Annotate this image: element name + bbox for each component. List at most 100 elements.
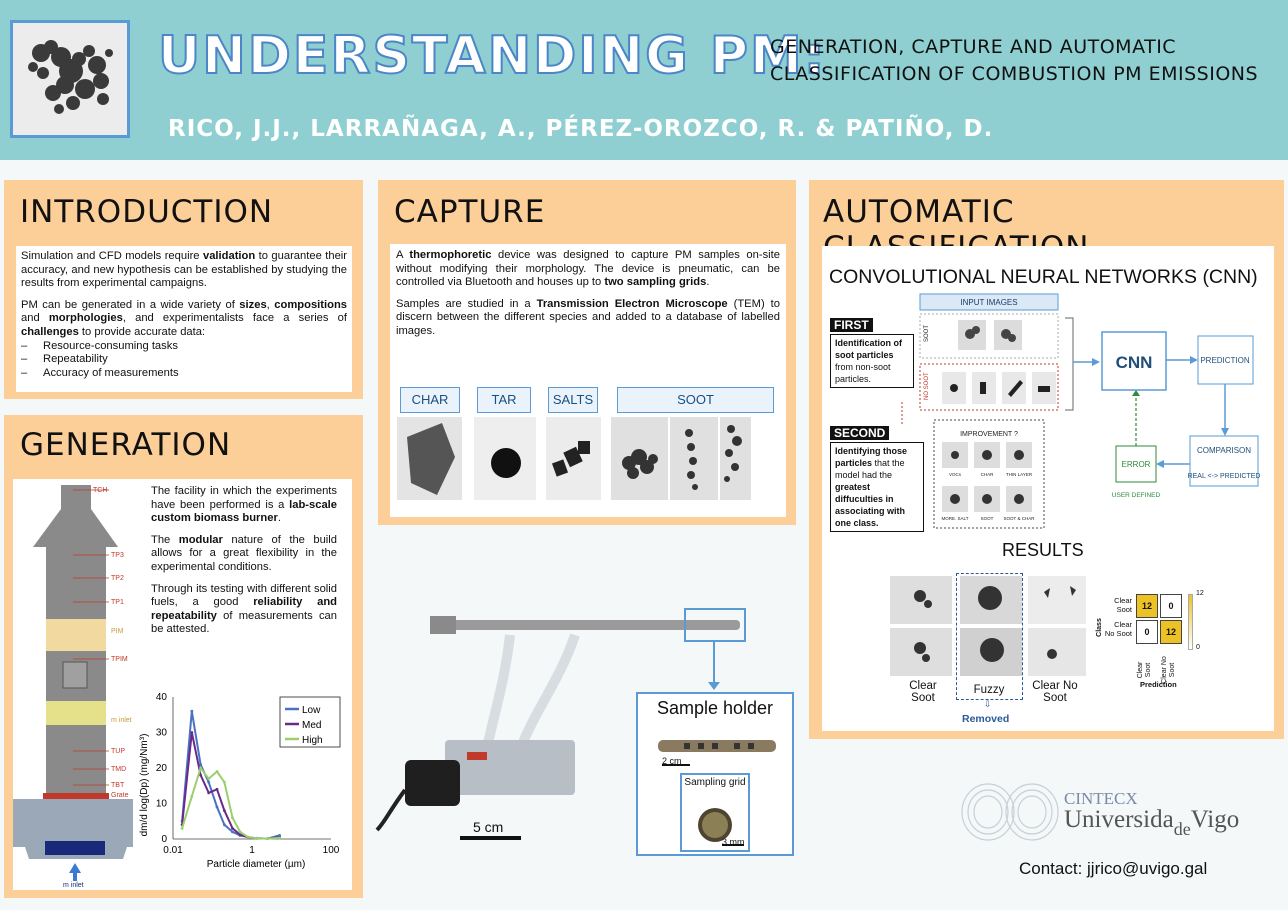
result-label-fuzzy: Fuzzy [973,684,1005,696]
legend-label: Med [302,720,321,731]
confusion-matrix: Class Clear Soot Clear No Soot 12 0 0 12… [1094,588,1219,692]
introduction-title: INTRODUCTION [20,194,274,230]
soot-particle-image [10,20,130,138]
category-soot: SOOT [617,387,774,413]
university-logo-text: UniversidadeVigo [1064,806,1240,839]
chart-point [199,763,203,766]
chart-x-tick-label: 100 [323,845,340,856]
first-step: FIRST Identification of soot particles f… [830,316,914,388]
sample-holder-box: Sample holder 2 cm [636,692,794,856]
chart-point [222,823,226,827]
burner-diagram: TCH TP3 TP2 TP1 PIM TPIM m inlet TUP TMD… [13,485,133,889]
chart-y-tick-label: 20 [156,763,168,774]
chart-point [199,766,203,770]
chart-y-tick-label: 40 [156,692,168,703]
chart-point [238,833,242,837]
chart-point [222,780,226,784]
chart-point [231,826,234,830]
category-char: CHAR [400,387,460,413]
particle-size-chart: dm/d log(Dp) (mg/Nm³) Particle diameter … [139,692,341,870]
result-label-clear-soot: Clear Soot [909,680,937,704]
svg-text:m inlet: m inlet [111,717,132,724]
chart-point [278,836,282,840]
first-label: FIRST [830,318,873,332]
real-predicted-label: REAL <-> PREDICTED [1188,473,1261,480]
chart-point [215,787,219,791]
poster-subtitle: GENERATION, CAPTURE AND AUTOMATIC CLASSI… [770,34,1258,88]
poster-title: UNDERSTANDING PM: [157,25,827,87]
prediction-node: PREDICTION [1200,356,1250,365]
input-images-label: INPUT IMAGES [960,298,1017,307]
list-item: Resource-consuming tasks [21,340,347,354]
chart-point [238,830,242,834]
generation-paragraph-2: The modular nature of the build allows f… [151,533,337,573]
user-defined-label: USER DEFINED [1112,492,1161,499]
introduction-paragraph-2: PM can be generated in a wide variety of… [21,298,348,338]
matrix-cell: 12 [1160,620,1182,644]
chart-series-med [181,732,280,840]
matrix-row-label: Clear Soot [1114,596,1132,614]
matrix-row-label: Clear No Soot [1104,620,1132,638]
chart-series-low [181,711,280,840]
svg-text:m inlet: m inlet [63,882,84,889]
chart-y-tick-label: 30 [156,728,168,739]
chart-point [190,709,194,713]
chart-point [246,835,250,839]
svg-text:MORE. SALT: MORE. SALT [942,516,969,521]
fuzzy-highlight [956,573,1023,700]
cnn-title: CONVOLUTIONAL NEURAL NETWORKS (CNN) [829,266,1258,288]
tem-image-soot [611,417,751,500]
generation-paragraph-1: The facility in which the experiments ha… [151,485,337,525]
authors: RICO, J.J., LARRAÑAGA, A., PÉREZ-OROZCO,… [168,116,994,142]
generation-title: GENERATION [20,427,232,463]
chart-point [266,837,270,841]
list-item: Repeatability [21,353,347,367]
introduction-paragraph-1: Simulation and CFD models require valida… [21,250,347,290]
second-step: SECOND Identifying those particles that … [830,424,924,532]
chart-ylabel: dm/d log(Dp) (mg/Nm³) [139,734,150,837]
thermophoretic-device: 5 cm [375,616,740,840]
first-text: Identification of soot particles from no… [830,334,914,388]
svg-text:TCH: TCH [93,487,107,494]
matrix-class-axis: Class [1095,618,1103,637]
scale-2cm: 2 cm [662,756,682,766]
no-soot-row-label: NO SOOT [924,372,930,400]
subtitle-line-2: CLASSIFICATION OF COMBUSTION PM EMISSION… [770,63,1259,85]
matrix-cell: 0 [1160,594,1182,618]
svg-text:CHAR: CHAR [981,472,995,477]
list-item: Accuracy of measurements [21,367,347,381]
zoom-box [684,608,746,642]
chart-point [207,777,211,781]
capture-paragraph-2: Samples are studied in a Transmission El… [396,297,780,337]
chart-point [190,795,194,798]
removed-arrow: ⇩ [984,699,992,709]
chart-xlabel: Particle diameter (µm) [207,859,306,870]
svg-text:PIM: PIM [111,628,124,635]
chart-y-tick-label: 10 [156,799,168,810]
cnn-diagram: INPUT IMAGES SOOT NO SOOT CNN PREDICTION… [901,293,1261,529]
svg-text:Grate: Grate [111,792,129,799]
error-node: ERROR [1122,460,1151,469]
chart-x-tick-label: 1 [249,845,255,856]
challenges-list: Resource-consuming tasks Repeatability A… [21,340,347,381]
second-label: SECOND [830,426,890,440]
matrix-scale-min: 0 [1196,644,1200,651]
tem-image-salts [546,417,601,500]
chart-point [207,780,211,784]
svg-text:TBT: TBT [111,782,125,789]
introduction-text: Simulation and CFD models require valida… [16,246,352,392]
legend-label: High [302,735,323,746]
chart-point [180,826,184,830]
improvement-label: IMPROVEMENT ? [960,431,1018,438]
svg-text:SOOT & CHAR: SOOT & CHAR [1004,516,1036,521]
zoom-arrow [708,642,720,690]
cintecx-label: CINTECX [1064,789,1138,808]
svg-text:TPIM: TPIM [111,656,128,663]
chart-point [215,770,219,773]
category-tar: TAR [477,387,531,413]
capture-title: CAPTURE [394,194,546,230]
second-text: Identifying those particles that the mod… [830,442,924,532]
legend-label: Low [302,705,321,716]
scale-5cm: 5 cm [473,819,503,835]
